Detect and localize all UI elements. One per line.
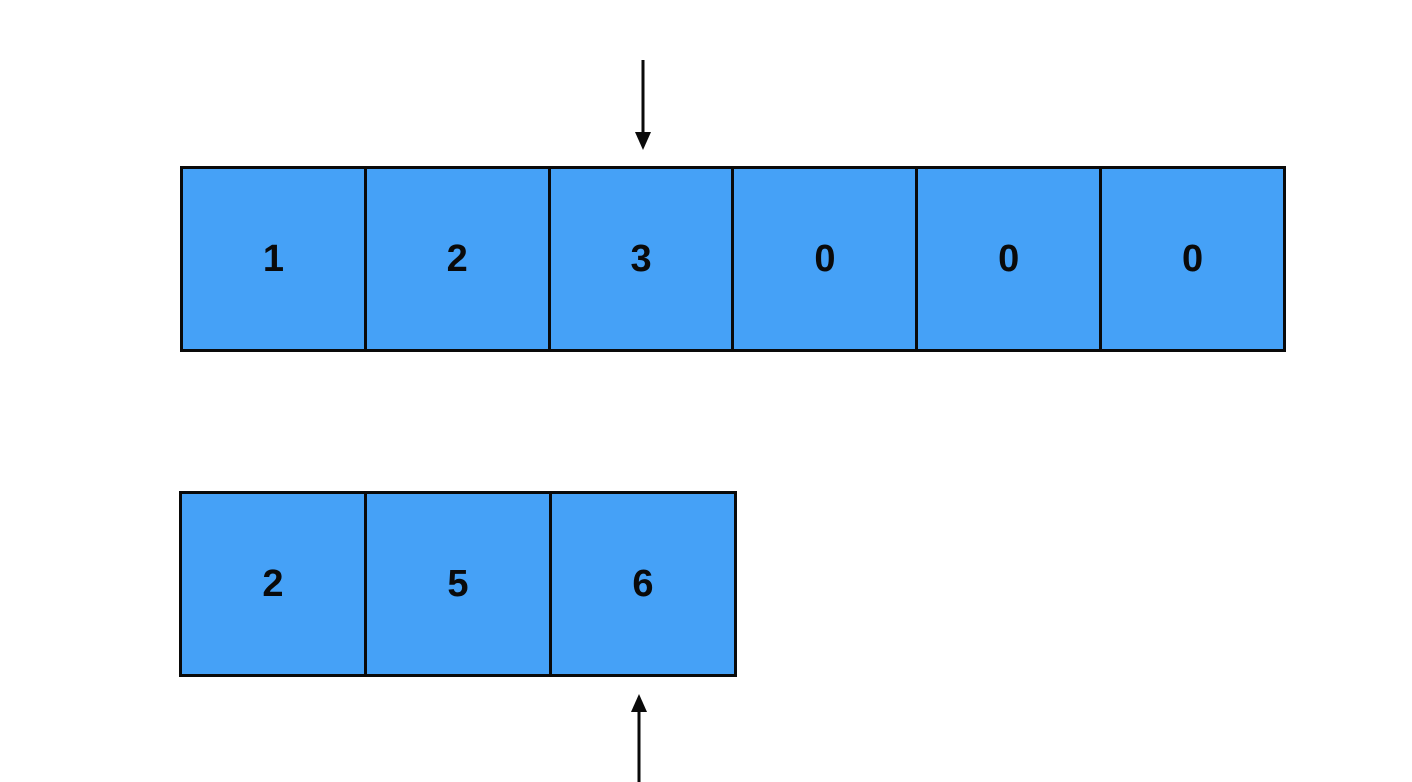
top-array: 1 2 3 0 0 0 bbox=[180, 166, 1286, 352]
down-arrow-icon bbox=[635, 60, 651, 150]
top-array-cell-1: 2 bbox=[363, 169, 548, 349]
top-array-cell-0: 1 bbox=[183, 169, 364, 349]
bottom-array-cell-1: 5 bbox=[364, 494, 549, 674]
up-arrow-icon bbox=[631, 694, 647, 782]
top-array-cell-2: 3 bbox=[547, 169, 732, 349]
top-array-cell-4: 0 bbox=[915, 169, 1100, 349]
bottom-array-cell-0: 2 bbox=[182, 494, 364, 674]
bottom-array-cell-2: 6 bbox=[549, 494, 734, 674]
top-array-cell-3: 0 bbox=[731, 169, 916, 349]
bottom-array: 2 5 6 bbox=[179, 491, 737, 677]
top-array-cell-5: 0 bbox=[1099, 169, 1283, 349]
